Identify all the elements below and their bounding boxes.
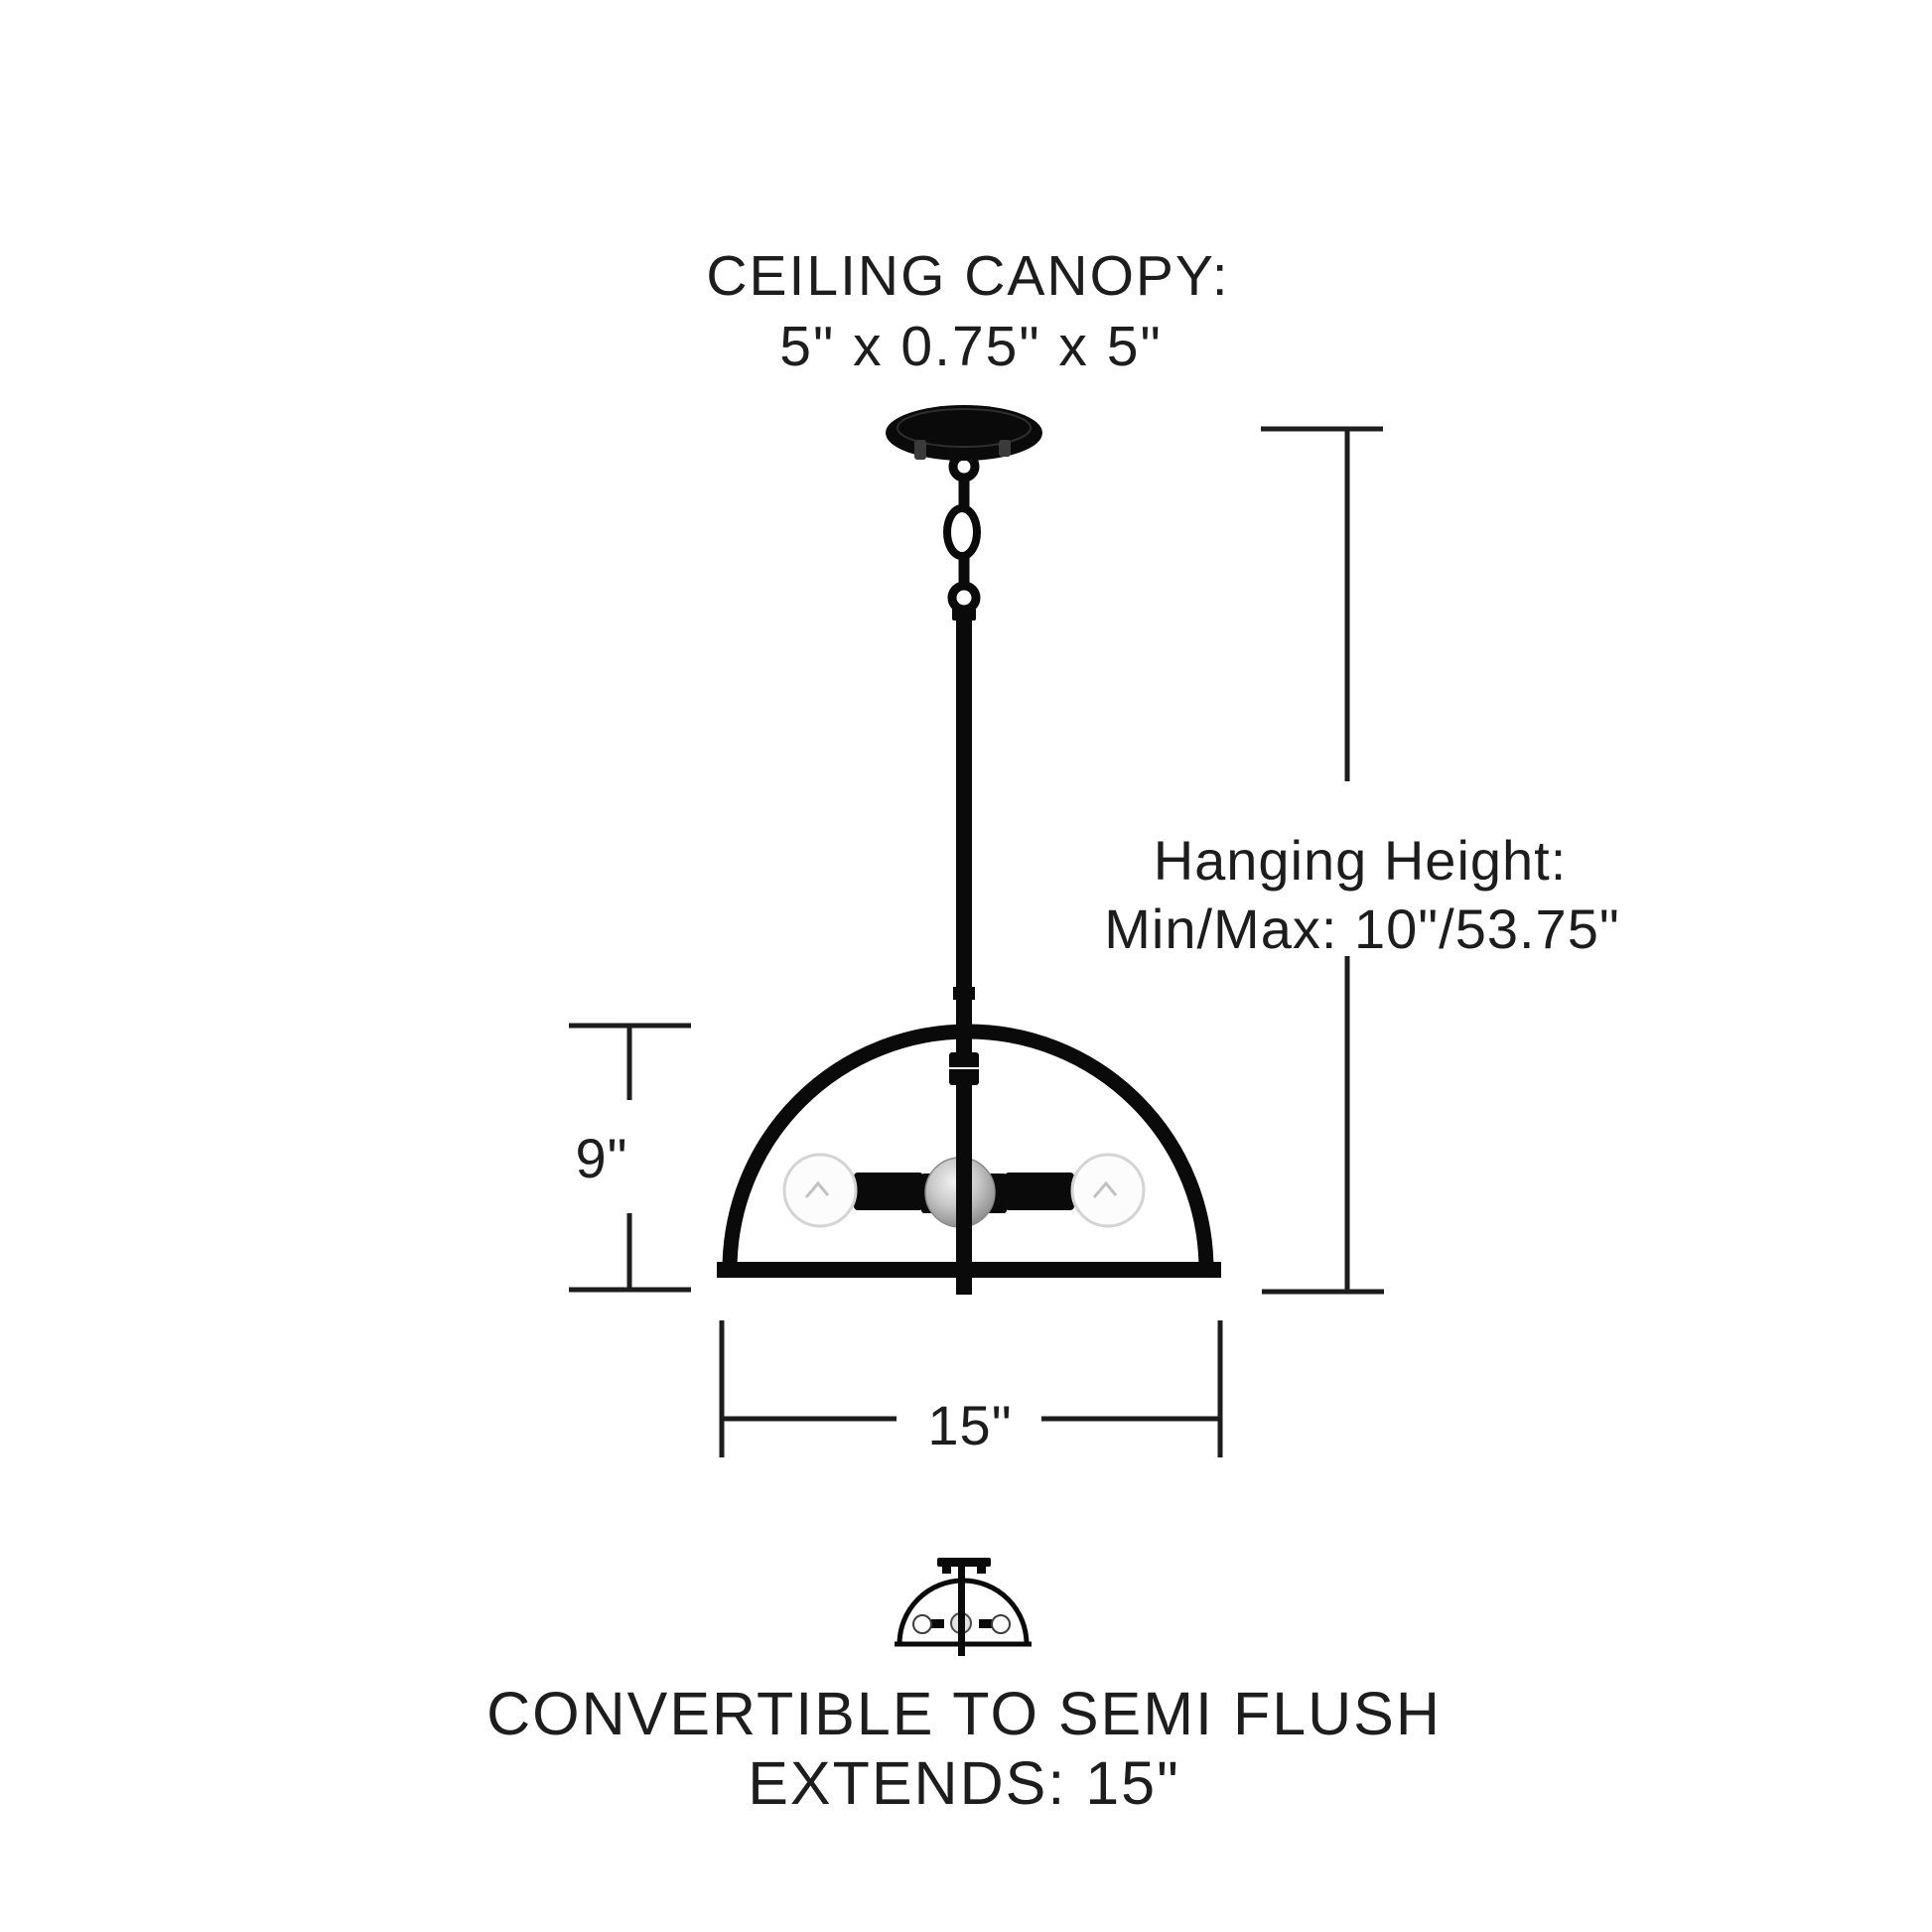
semi-flush-bulb-right [991, 1614, 1011, 1634]
convertible-label-line1: CONVERTIBLE TO SEMI FLUSH [486, 1680, 1442, 1747]
stem-rod [949, 618, 979, 1295]
chain-ring-bottom [947, 581, 981, 615]
rod-collar-top [952, 608, 976, 621]
bulb-right-filament [1092, 1180, 1118, 1198]
bulb-cluster [782, 1153, 1146, 1228]
semi-flush-canopy-foot-left [942, 1567, 951, 1574]
fixture-width-label: 15" [927, 1394, 1012, 1456]
convertible-label: CONVERTIBLE TO SEMI FLUSH EXTENDS: 15" [486, 1680, 1442, 1817]
socket-left [854, 1173, 923, 1210]
hanging-height-label-line2: Min/Max: 10"/53.75" [1104, 897, 1619, 960]
canopy-screw-slot-right [999, 440, 1011, 457]
socket-right [1005, 1173, 1074, 1210]
rod [956, 618, 972, 1295]
ceiling-canopy-label-line1: CEILING CANOPY: [706, 244, 1229, 308]
hanging-height-label-line1: Hanging Height: [1154, 829, 1568, 892]
ceiling-canopy-label: CEILING CANOPY: 5" x 0.75" x 5" [706, 244, 1229, 378]
fixture-width-dimension: 15" [719, 1320, 1223, 1457]
semi-flush-socket-right [979, 1619, 992, 1628]
ceiling-canopy-label-line2: 5" x 0.75" x 5" [779, 315, 1162, 378]
rod-joint-collar [953, 987, 975, 1000]
bulb-left-filament [804, 1180, 830, 1198]
canopy-and-stem [886, 405, 1042, 621]
hanging-height-dimension: Hanging Height: Min/Max: 10"/53.75" [1104, 426, 1619, 1295]
canopy-screw-slot-left [914, 440, 926, 460]
canopy-step-line [897, 408, 1032, 448]
semi-flush-socket-left [931, 1619, 944, 1628]
bulb-left [782, 1153, 858, 1228]
fixture-height-dimension: 9" [569, 1023, 691, 1293]
fixture-height-label: 9" [575, 1127, 627, 1189]
semi-flush-canopy [937, 1558, 991, 1567]
semi-flush-canopy-foot-right [977, 1567, 986, 1574]
bulb-right [1070, 1153, 1146, 1228]
semi-flush-icon [895, 1558, 1032, 1656]
convertible-label-line2: EXTENDS: 15" [748, 1749, 1180, 1817]
semi-flush-stem [958, 1565, 965, 1656]
semi-flush-bulb-left [912, 1614, 932, 1634]
chain-oval-link [943, 504, 981, 560]
